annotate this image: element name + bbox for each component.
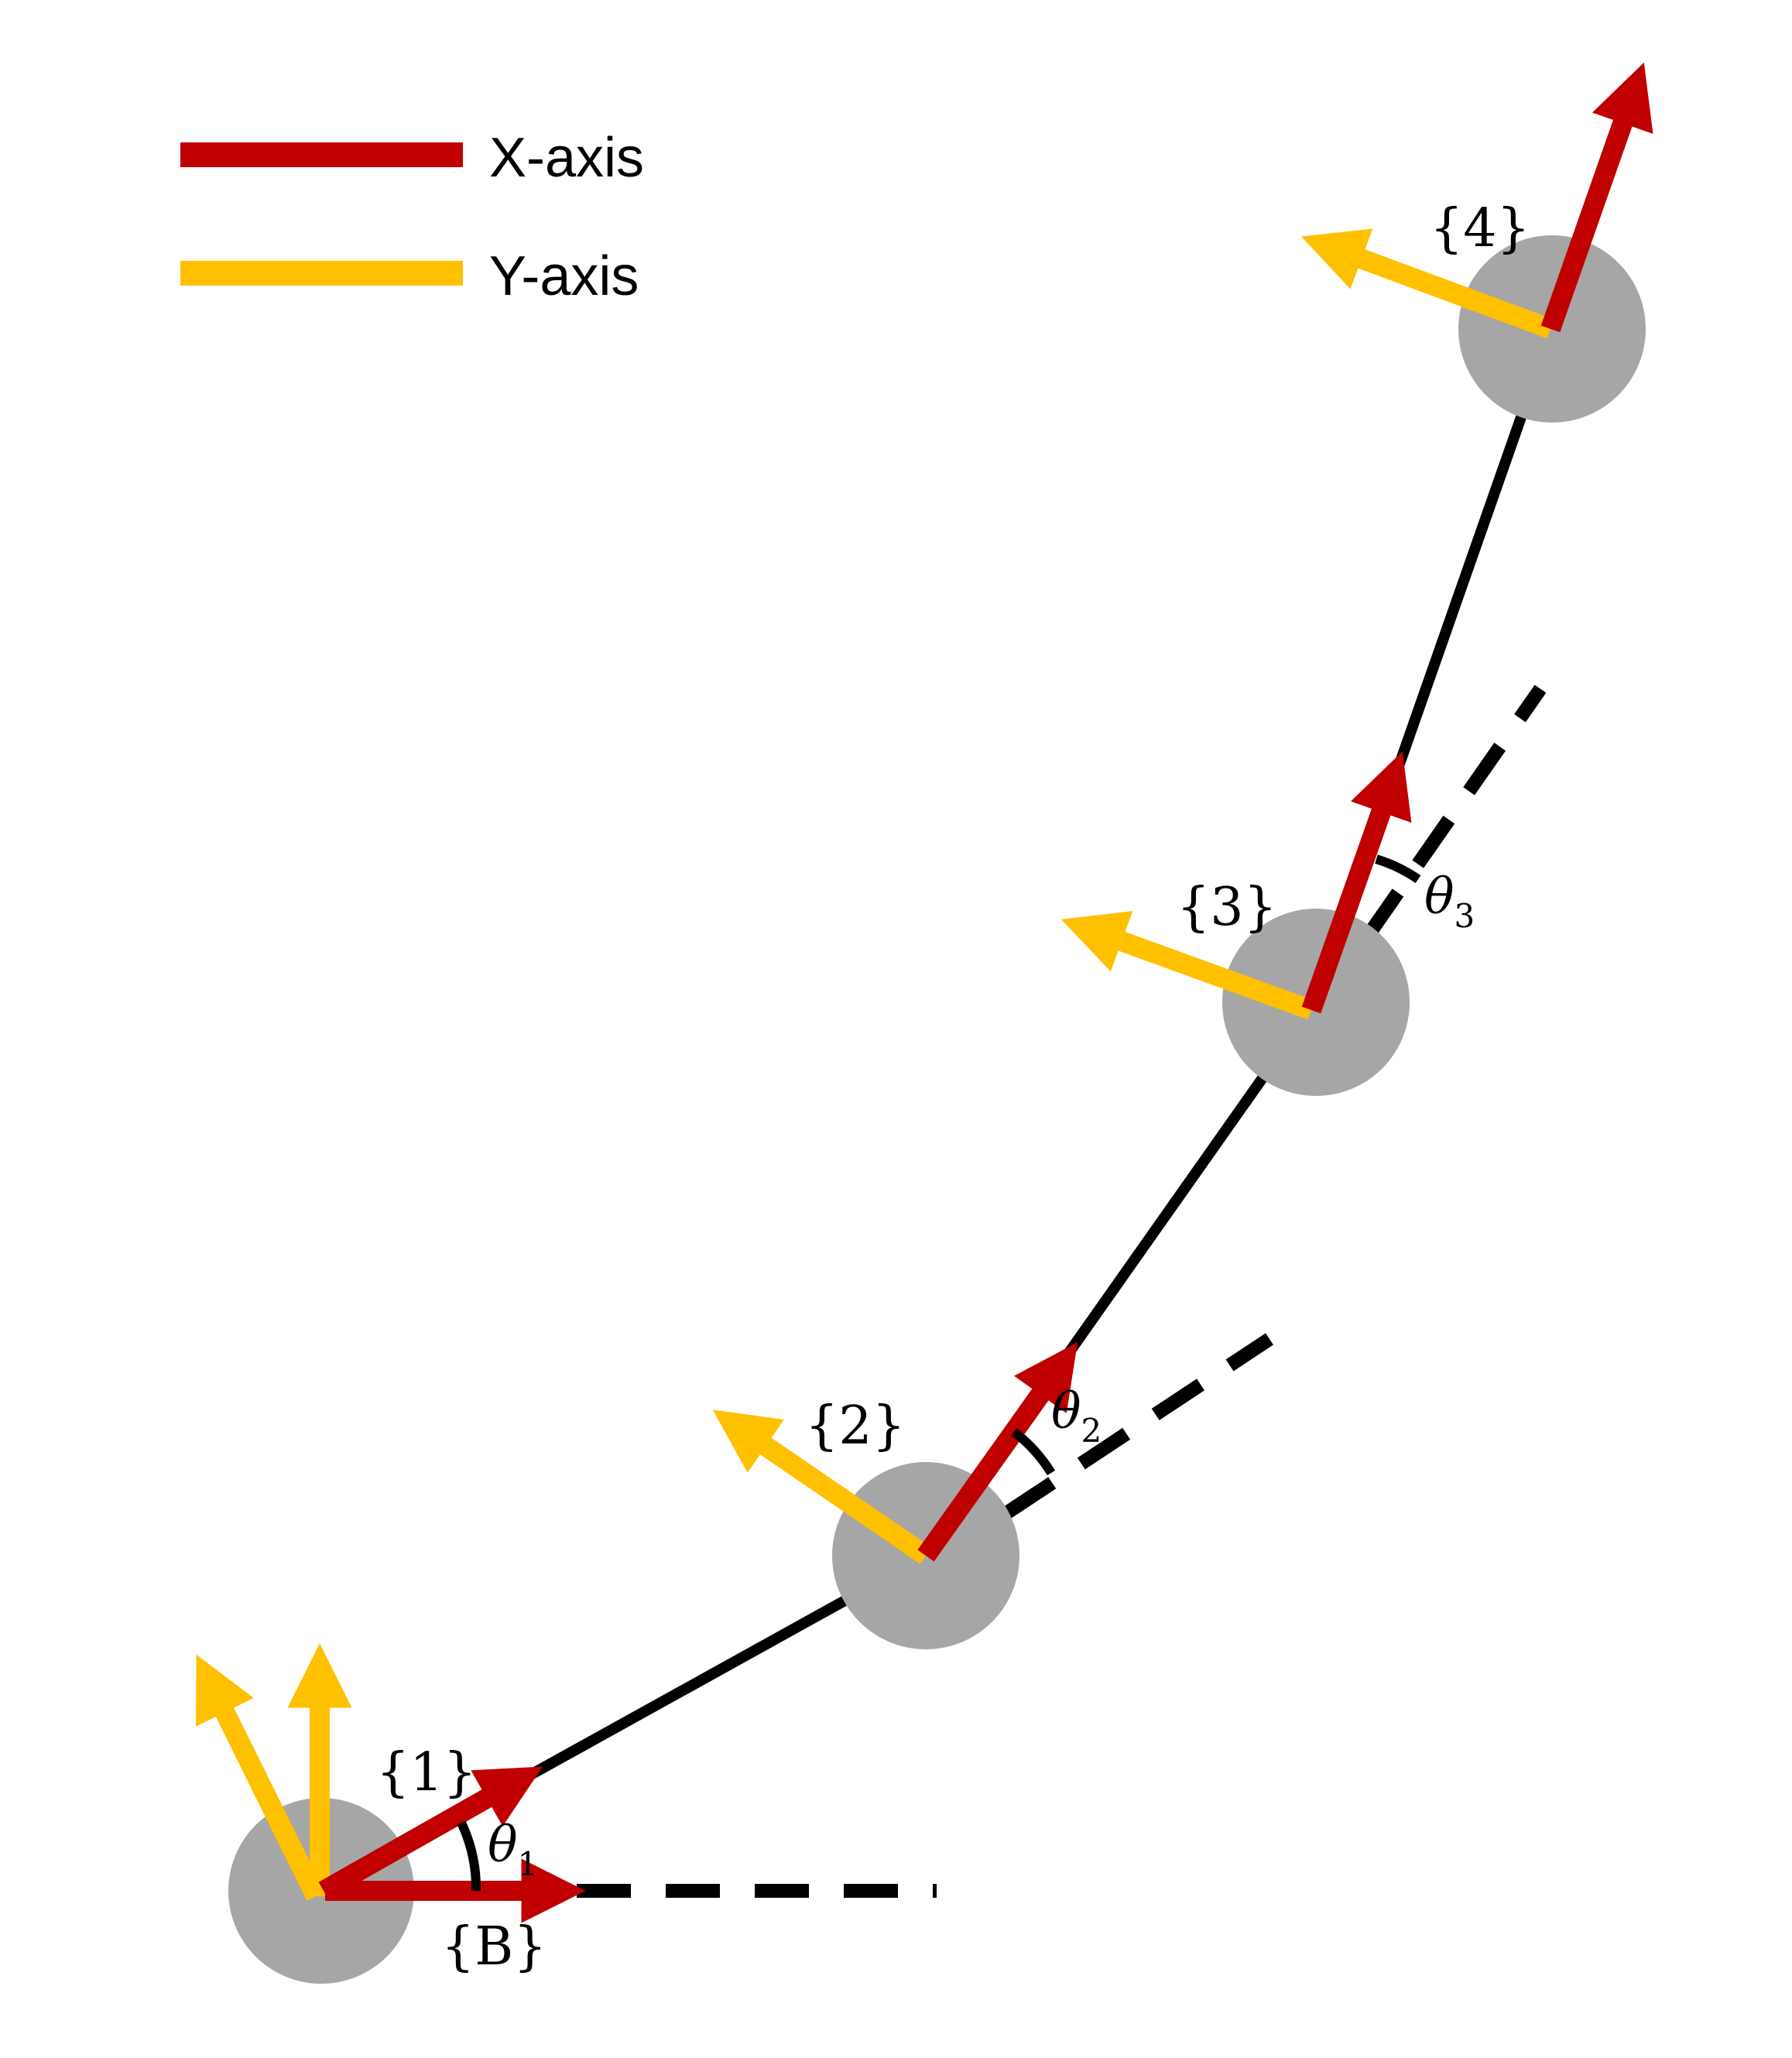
frame-base-label: {B} xyxy=(441,1916,547,1978)
theta1-symbol: θ xyxy=(488,1817,518,1874)
frame-1-y-axis xyxy=(196,1654,325,1901)
reference-line-2 xyxy=(929,1333,1273,1568)
legend: X-axis Y-axis xyxy=(180,127,644,307)
frame-4-x-axis xyxy=(1540,62,1653,333)
theta2-subscript: 2 xyxy=(1081,1412,1102,1450)
theta1-label: θ1 xyxy=(488,1817,538,1883)
theta2-arc xyxy=(1011,1428,1056,1476)
legend-y-axis-label: Y-axis xyxy=(489,245,639,307)
frame-1 xyxy=(196,1654,543,1901)
frame-4-y-axis xyxy=(1300,228,1554,339)
frame-2 xyxy=(712,1342,1078,1564)
frame-2-x-axis xyxy=(917,1342,1078,1562)
theta3-symbol: θ xyxy=(1424,868,1455,926)
angle-arcs xyxy=(457,854,1421,1892)
frame-3-label: {3} xyxy=(1177,877,1277,938)
theta3-arc xyxy=(1375,854,1421,884)
frame-3 xyxy=(1060,751,1412,1020)
frame-4-label: {4} xyxy=(1430,198,1530,259)
theta1-subscript: 1 xyxy=(518,1845,539,1883)
frame-3-x-axis xyxy=(1301,751,1412,1014)
frame-3-y-axis xyxy=(1060,911,1315,1020)
frame-2-y-axis xyxy=(712,1409,932,1564)
theta3-subscript: 3 xyxy=(1455,897,1475,935)
links xyxy=(316,324,1557,1896)
theta1-arc xyxy=(457,1820,481,1892)
frame-1-label: {1} xyxy=(376,1742,477,1803)
frame-4 xyxy=(1300,62,1653,339)
frame-base xyxy=(287,1643,586,1923)
theta2-label: θ2 xyxy=(1051,1383,1102,1450)
reference-line-3 xyxy=(1310,684,1547,1015)
frame-1-x-axis xyxy=(318,1766,543,1900)
frame-2-label: {2} xyxy=(805,1395,906,1457)
theta2-symbol: θ xyxy=(1051,1383,1081,1440)
legend-x-axis-label: X-axis xyxy=(489,127,644,189)
theta3-label: θ3 xyxy=(1424,868,1475,935)
joints xyxy=(228,235,1646,1984)
